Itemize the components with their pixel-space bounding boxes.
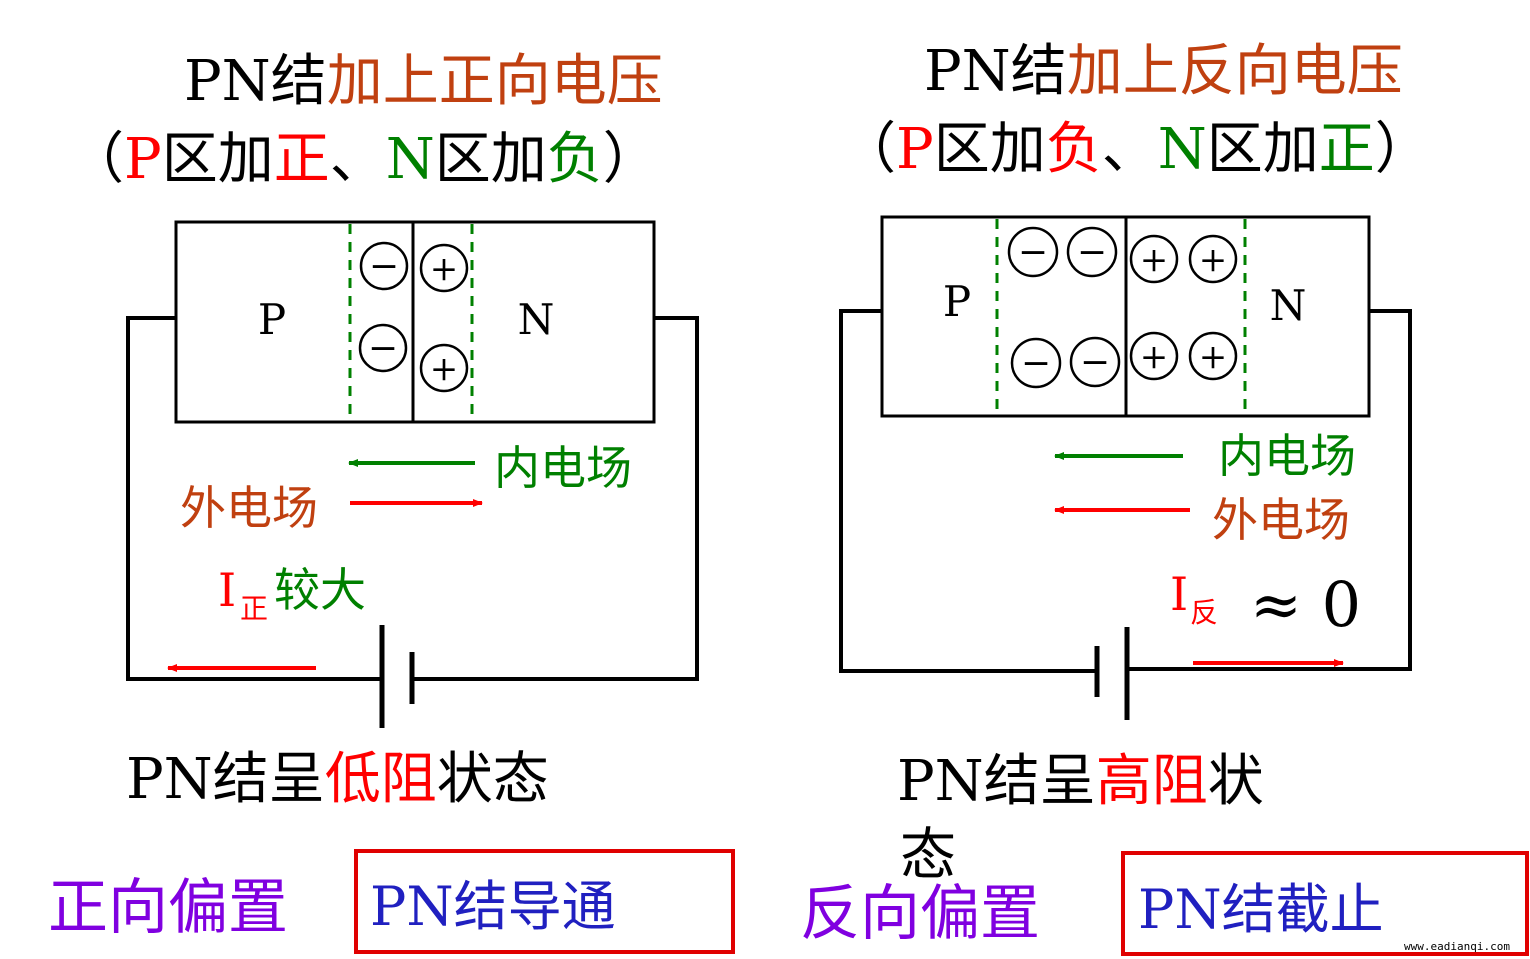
minus-sign: − — [369, 246, 399, 287]
left-inner-field-label: 内电场 — [494, 441, 632, 495]
left-title: PN结加上正向电压 — [184, 49, 663, 114]
left-sub-qu2: 区加 — [435, 127, 547, 192]
right-wire-n-side — [1127, 309, 1412, 671]
left-status-suffix: 状态 — [437, 747, 549, 812]
right-current-symbol: I — [1170, 567, 1188, 621]
plus-sign: + — [430, 349, 459, 389]
minus-sign: − — [1021, 343, 1051, 384]
right-sub-negative: 负 — [1046, 117, 1102, 182]
right-sub-n: N — [1158, 117, 1207, 182]
left-sub-qu1: 区加 — [162, 127, 274, 192]
left-subtitle: （P区加正、N区加负） — [68, 127, 659, 192]
left-sub-n: N — [386, 127, 435, 192]
left-result-text: PN结导通 — [370, 875, 616, 938]
right-result-text: PN结截止 — [1138, 878, 1384, 941]
right-status-prefix: PN结呈 — [897, 749, 1096, 814]
left-negative-ion: − — [359, 241, 409, 291]
left-title-forward-voltage: 加上正向电压 — [327, 49, 663, 114]
minus-sign: − — [1080, 342, 1110, 383]
right-status-wrap: 态 — [900, 823, 956, 888]
plus-sign: + — [1140, 240, 1169, 280]
right-status-suffix: 状 — [1208, 749, 1264, 814]
forward-bias-panel: PN结加上正向电压 （P区加正、N区加负） P N − − + + — [48, 49, 735, 954]
right-negative-ion: − — [1010, 337, 1062, 389]
plus-sign: + — [1140, 337, 1169, 377]
right-sub-close-paren: ） — [1375, 117, 1431, 182]
plus-sign: + — [1199, 337, 1228, 377]
left-sub-positive: 正 — [274, 127, 330, 192]
left-status-prefix: PN结呈 — [126, 747, 325, 812]
right-subtitle: （P区加负、N区加正） — [840, 117, 1431, 182]
left-wire-p-side — [126, 316, 382, 681]
right-negative-ion: − — [1069, 336, 1121, 388]
left-sub-comma: 、 — [330, 127, 386, 192]
right-current-subscript: 反 — [1190, 596, 1218, 629]
watermark-text: www.eadianqi.com — [1404, 940, 1510, 953]
right-negative-ion: − — [1007, 226, 1059, 278]
right-sub-open-paren: （ — [840, 117, 896, 182]
right-sub-comma: 、 — [1102, 117, 1158, 182]
right-title-reverse-voltage: 加上反向电压 — [1067, 39, 1403, 104]
right-negative-ion: − — [1066, 226, 1118, 278]
left-negative-ion: − — [358, 323, 408, 373]
left-positive-ion: + — [419, 243, 469, 293]
left-outer-field-label: 外电场 — [180, 481, 318, 535]
minus-sign: − — [1077, 232, 1107, 273]
right-title: PN结加上反向电压 — [924, 39, 1403, 104]
left-sub-p: P — [124, 127, 162, 192]
minus-sign: − — [1018, 232, 1048, 273]
left-title-pn: PN结 — [184, 49, 327, 114]
right-n-label: N — [1270, 281, 1307, 330]
left-wire-n-side — [412, 316, 699, 681]
right-positive-ion: + — [1129, 234, 1179, 284]
left-current-symbol: I — [218, 563, 236, 617]
right-title-pn: PN结 — [924, 39, 1067, 104]
left-n-label: N — [518, 295, 555, 344]
right-positive-ion: + — [1188, 234, 1238, 284]
left-sub-close-paren: ） — [603, 127, 659, 192]
right-wire-p-side — [839, 309, 1097, 673]
right-sub-qu2: 区加 — [1207, 117, 1319, 182]
left-p-label: P — [258, 295, 286, 344]
left-current-magnitude: 较大 — [274, 563, 366, 617]
right-inner-field-label: 内电场 — [1218, 429, 1356, 483]
left-bias-label: 正向偏置 — [48, 873, 288, 943]
right-sub-positive: 正 — [1319, 117, 1375, 182]
right-result-box — [1121, 851, 1529, 956]
plus-sign: + — [430, 249, 459, 289]
left-result-box — [354, 849, 735, 954]
right-p-label: P — [943, 277, 971, 326]
plus-sign: + — [1199, 240, 1228, 280]
right-sub-qu1: 区加 — [934, 117, 1046, 182]
left-current-subscript: 正 — [240, 592, 268, 625]
left-sub-open-paren: （ — [68, 127, 124, 192]
left-sub-negative: 负 — [547, 127, 603, 192]
left-positive-ion: + — [419, 343, 469, 393]
left-pn-block — [174, 220, 656, 424]
left-status: PN结呈低阻状态 — [126, 747, 549, 812]
right-outer-field-label: 外电场 — [1212, 493, 1350, 547]
right-positive-ion: + — [1188, 331, 1238, 381]
right-bias-label: 反向偏置 — [800, 879, 1040, 949]
right-current-approx-zero: ≈ 0 — [1250, 568, 1361, 641]
reverse-bias-panel: PN结加上反向电压 （P区加负、N区加正） P N − − − − + + + … — [800, 39, 1529, 956]
minus-sign: − — [368, 328, 398, 369]
right-sub-p: P — [896, 117, 934, 182]
right-status-high-resistance: 高阻 — [1096, 749, 1208, 814]
right-positive-ion: + — [1129, 331, 1179, 381]
left-status-low-resistance: 低阻 — [325, 747, 437, 812]
right-status: PN结呈高阻状 — [897, 749, 1264, 814]
